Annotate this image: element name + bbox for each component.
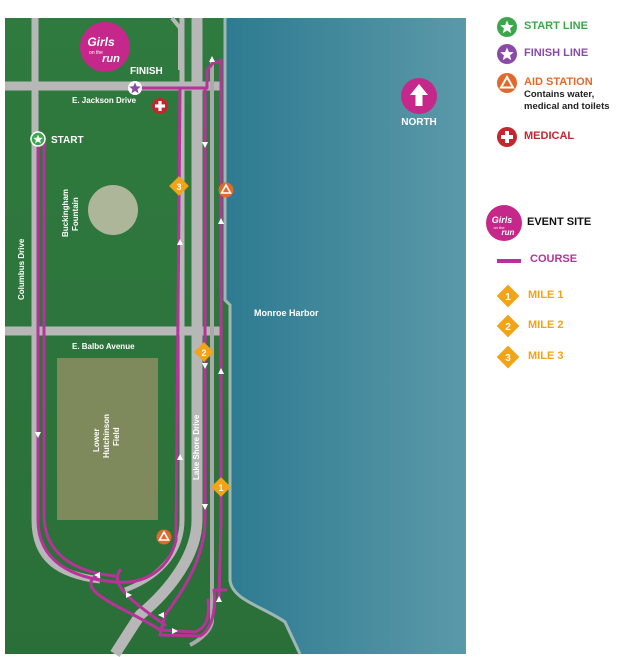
mile-marker-3: 3	[169, 176, 189, 196]
legend-event-label: EVENT SITE	[527, 216, 592, 228]
mile-marker-1: 1	[211, 477, 231, 497]
arrow-left-icon	[94, 572, 100, 578]
event-logo-text: Girls	[87, 35, 115, 49]
legend-aid-station: AID STATION Contains water, medical and …	[496, 72, 610, 113]
medical-marker	[152, 98, 168, 114]
lake-water	[222, 18, 466, 654]
mile-number: 2	[201, 348, 206, 358]
legend-aid-desc-2: medical and toilets	[524, 101, 610, 112]
road-label-balbo: E. Balbo Avenue	[72, 342, 135, 351]
legend-mile-2: 2 MILE 2	[496, 314, 563, 338]
legend-mile3-label: MILE 3	[528, 350, 564, 362]
north-label: NORTH	[401, 117, 437, 128]
harbor-label: Monroe Harbor	[254, 308, 319, 318]
mile-number: 1	[218, 483, 223, 493]
legend-medical: MEDICAL	[496, 126, 574, 148]
event-site-logo-map: Girls on the run	[80, 22, 130, 72]
mile-diamond-icon: 1	[496, 284, 520, 308]
arrow-down-icon	[202, 142, 208, 148]
legend-start-line: START LINE	[496, 16, 588, 38]
event-logo-text: run	[102, 53, 120, 65]
start-marker	[30, 131, 46, 147]
arrow-down-icon	[202, 363, 208, 369]
legend-course-label: COURSE	[530, 253, 578, 265]
road-label-lakeshore: Lake Shore Drive	[192, 414, 201, 480]
arrow-up-icon	[177, 239, 183, 245]
mile-diamond-icon: 2	[496, 314, 520, 338]
mile-diamond-icon: 3	[496, 345, 520, 369]
mile-marker-2: 2	[194, 342, 214, 362]
event-site-logo-icon: Girls on the run	[486, 205, 522, 241]
course-route	[36, 58, 228, 638]
legend-aid-desc-1: Contains water,	[524, 89, 595, 100]
arrow-up-icon	[218, 218, 224, 224]
buckingham-fountain	[88, 185, 138, 235]
aid-station-marker	[218, 182, 234, 198]
legend-medical-label: MEDICAL	[524, 130, 575, 142]
arrow-down-icon	[35, 432, 41, 438]
road-park-north	[170, 16, 182, 70]
legend-course: COURSE	[496, 252, 577, 268]
event-logo-text: Girls	[492, 215, 513, 225]
course-line-icon	[497, 259, 521, 263]
legend-mile-3: 3 MILE 3	[496, 345, 563, 369]
field-label-line3: Field	[112, 427, 121, 446]
arrow-down-icon	[202, 504, 208, 510]
arrow-up-icon	[216, 596, 222, 602]
arrow-up-icon	[218, 368, 224, 374]
shoreline	[223, 18, 302, 655]
field-label-line1: Lower	[92, 428, 101, 452]
mile-number: 2	[505, 322, 511, 333]
road-label-jackson: E. Jackson Drive	[72, 96, 137, 105]
aid-station-marker	[156, 529, 172, 545]
road-label-columbus: Columbus Drive	[17, 238, 26, 300]
mile-number: 3	[505, 353, 511, 364]
fountain-label-line2: Fountain	[71, 197, 80, 231]
mile-number: 3	[176, 182, 181, 192]
course-arrows	[35, 56, 224, 634]
arrow-up-icon	[177, 454, 183, 460]
arrow-right-icon	[172, 628, 178, 634]
legend-aid-label: AID STATION	[524, 76, 593, 88]
finish-star-icon	[497, 44, 517, 64]
start-label: START	[51, 135, 84, 146]
finish-marker	[128, 81, 142, 95]
legend-mile1-label: MILE 1	[528, 289, 564, 301]
mile-number: 1	[505, 292, 511, 303]
event-logo-text: on the	[89, 50, 103, 56]
legend-start-label: START LINE	[524, 20, 588, 32]
fountain-label-line1: Buckingham	[61, 189, 70, 237]
aid-station-icon	[497, 73, 517, 93]
legend-finish-label: FINISH LINE	[524, 47, 589, 59]
medical-cross-icon	[497, 127, 517, 147]
north-arrow	[401, 78, 437, 114]
arrow-left-icon	[158, 612, 164, 618]
legend-mile-1: 1 MILE 1	[496, 284, 563, 308]
event-logo-text: on the	[493, 225, 505, 230]
arrow-up-icon	[209, 56, 215, 62]
field-label-line2: Hutchinson	[102, 414, 111, 458]
legend-finish-line: FINISH LINE	[496, 43, 588, 65]
hutchinson-field	[57, 358, 158, 520]
event-logo-text: run	[502, 228, 515, 237]
finish-label: FINISH	[130, 66, 163, 77]
start-star-icon	[497, 17, 517, 37]
arrow-right-icon	[126, 592, 132, 598]
legend-mile2-label: MILE 2	[528, 319, 564, 331]
legend-event-site: Girls on the run EVENT SITE	[485, 204, 591, 242]
